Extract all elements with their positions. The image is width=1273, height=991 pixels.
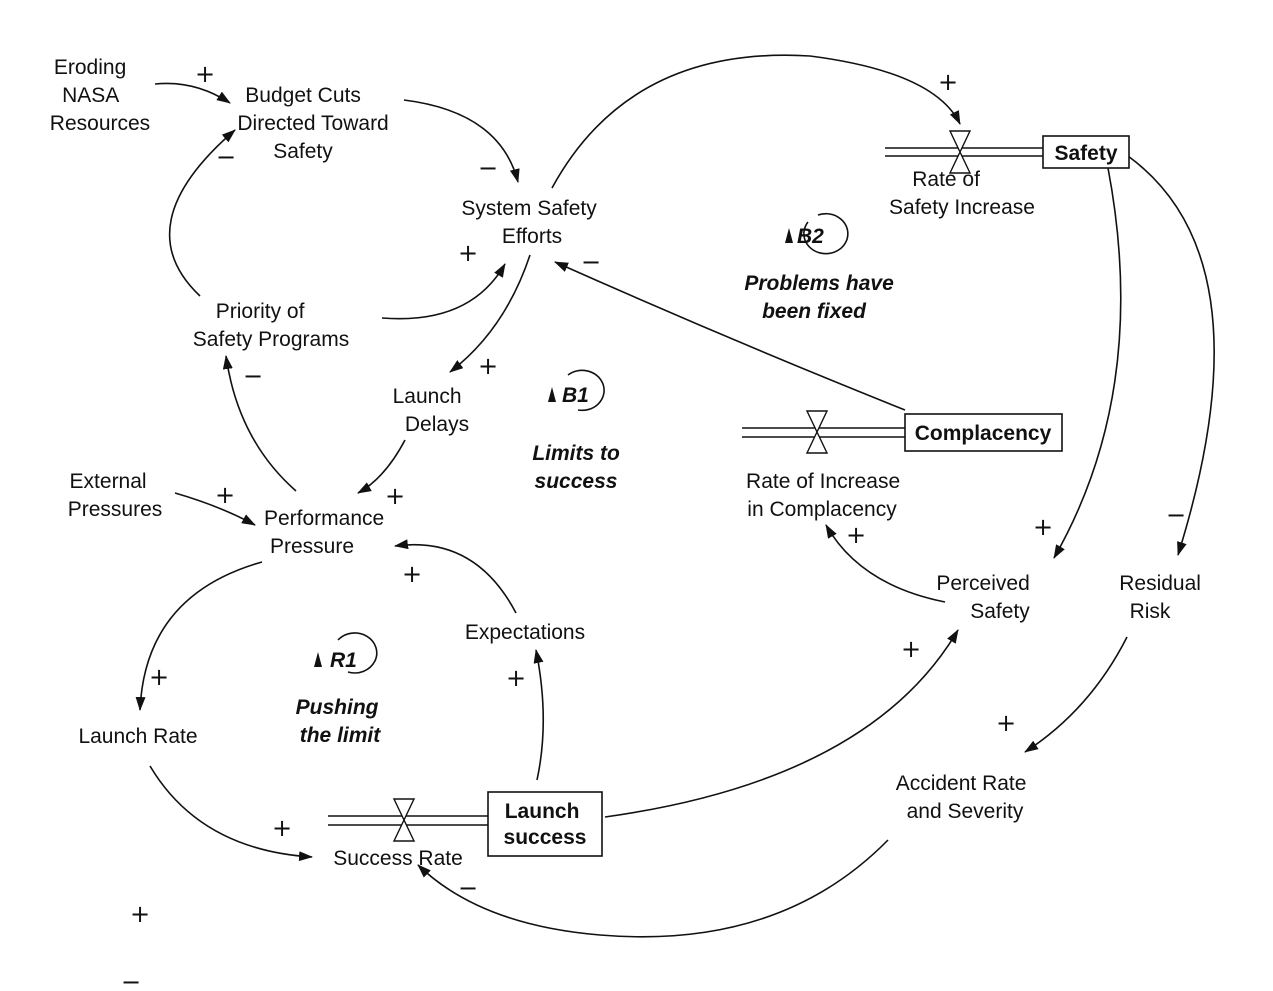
polarity-sign: + [996, 709, 1016, 737]
arrow-performance-to-launchrate [135, 561, 263, 711]
valve-icon [948, 130, 972, 174]
arrow-safety-to-residual [1127, 155, 1215, 556]
polarity-sign: + [272, 814, 292, 842]
polarity-sign: + [478, 352, 498, 380]
label-residual-risk: Residual Risk [1119, 572, 1207, 623]
label-expectations: Expectations [465, 621, 585, 644]
polarity-sign: + [149, 663, 169, 691]
loop-marker-r1: R1 [314, 632, 378, 674]
label-rate-increase-complacency: Rate of Increase in Complacency [746, 470, 906, 521]
polarity-sign: + [506, 664, 526, 692]
loop-id-r1: R1 [330, 649, 357, 672]
loop-name-b1: Limits to success [532, 442, 625, 493]
arrow-eroding-to-budget [154, 82, 231, 104]
polarity-sign: − [1166, 501, 1186, 529]
label-perceived-safety: Perceived Safety [936, 572, 1035, 623]
stock-label-safety: Safety [1054, 142, 1117, 165]
arrow-launchrate-to-successrate [149, 765, 313, 862]
flow-pipe-launch-success [328, 815, 488, 826]
polarity-sign: + [846, 521, 866, 549]
polarity-sign: − [581, 248, 601, 276]
loop-name-r1: Pushing the limit [296, 696, 385, 747]
polarity-sign: + [1033, 513, 1053, 541]
label-performance-pressure: Performance Pressure [264, 507, 390, 558]
polarity-sign: + [195, 60, 215, 88]
loop-marker-b1: B1 [548, 369, 605, 412]
arrow-priority-to-systemsafety [381, 263, 506, 320]
label-budget-cuts: Budget Cuts Directed Toward Safety [237, 84, 394, 163]
label-system-safety-efforts: System Safety Efforts [461, 197, 602, 248]
loop-id-b1: B1 [562, 384, 589, 407]
loop-arrowhead-icon [314, 652, 322, 667]
arrow-complacency-to-systemsafety [554, 261, 906, 411]
polarity-sign: + [938, 68, 958, 96]
label-success-rate: Success Rate [333, 847, 463, 870]
arrow-launchsuccess-to-expectations [533, 649, 545, 781]
polarity-sign: + [215, 481, 235, 509]
arrow-budget-to-systemsafety [403, 99, 520, 183]
stock-label-launch-success: Launch success [504, 800, 587, 849]
polarity-sign: + [901, 635, 921, 663]
arrow-accident-to-successrate [417, 839, 889, 938]
label-launch-rate: Launch Rate [78, 725, 197, 748]
stock-box-safety [1042, 135, 1130, 169]
label-accident-rate-severity: Accident Rate and Severity [896, 772, 1033, 823]
valve-icon [805, 410, 829, 454]
arrow-expectations-to-performance [394, 539, 517, 614]
loop-arrowhead-icon [785, 228, 793, 243]
polarity-sign: − [243, 362, 263, 390]
stock-box-complacency [904, 413, 1063, 452]
label-external-pressures: External Pressures [68, 470, 163, 521]
loop-id-b2: B2 [797, 225, 824, 248]
loop-arrowhead-icon [548, 387, 556, 402]
arrow-systemsafety-to-ratesafety [551, 54, 961, 189]
flow-pipe-complacency [742, 427, 905, 438]
arrow-launchsuccess-to-perceived [604, 629, 959, 818]
arrow-residual-to-accident [1024, 636, 1128, 753]
label-rate-safety-increase: Rate of Safety Increase [889, 168, 1035, 219]
arrow-performance-to-priority [222, 355, 297, 492]
loop-marker-b2: B2 [785, 212, 849, 255]
legend-minus: − [121, 968, 141, 991]
arrow-perceived-to-ratecomplacency [825, 524, 946, 603]
valve-icon [392, 798, 416, 842]
label-launch-delays: Launch Delays [393, 385, 469, 436]
polarity-sign: − [216, 143, 236, 171]
stock-label-complacency: Complacency [915, 422, 1052, 445]
label-eroding-nasa-resources: Eroding NASA Resources [50, 56, 150, 135]
polarity-sign: − [458, 874, 478, 902]
polarity-sign: − [478, 154, 498, 182]
arrow-safety-to-perceived [1053, 167, 1122, 559]
polarity-sign: + [458, 239, 478, 267]
arrow-launchdelays-to-performance [357, 439, 406, 494]
arrow-external-to-performance [174, 492, 256, 526]
loop-name-b2: Problems have been fixed [744, 272, 899, 323]
label-priority-safety-programs: Priority of Safety Programs [193, 300, 349, 351]
arrow-systemsafety-to-launchdelays [449, 254, 531, 373]
arrow-priority-to-budget [168, 129, 236, 297]
polarity-sign: + [385, 482, 405, 510]
polarity-sign: + [402, 560, 422, 588]
flow-pipe-safety [885, 147, 1043, 157]
legend-plus: + [130, 900, 150, 928]
stock-box-launch-success [487, 791, 603, 857]
